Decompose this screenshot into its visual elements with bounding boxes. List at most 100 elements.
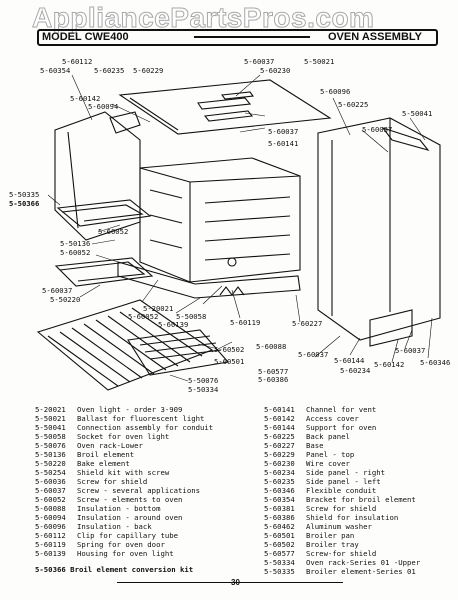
legend-description: Screw - several applications xyxy=(77,486,201,495)
legend-description: Bake element xyxy=(77,459,130,468)
callout-label: 5-60225 xyxy=(338,100,369,109)
legend-description: Broiler pan xyxy=(306,531,355,540)
legend-description: Clip for capillary tube xyxy=(77,531,179,540)
legend-part-number: 5-60234 xyxy=(264,468,295,477)
legend-description: Oven light - order 3-909 xyxy=(77,405,183,414)
legend-part-number: 5-60235 xyxy=(264,477,295,486)
legend-description: Spring for oven door xyxy=(77,540,165,549)
legend-part-number: 5-60462 xyxy=(264,522,295,531)
legend-description: Bracket for broil element xyxy=(306,495,416,504)
legend-description: Wire cover xyxy=(306,459,350,468)
left-side-panel-shape xyxy=(54,111,141,241)
legend-row: 5-60112 Clip for capillary tube xyxy=(35,532,178,540)
legend-part-number: 5-50058 xyxy=(35,432,66,441)
callout-label: 5-50076 xyxy=(188,376,219,385)
callout-label: 5-60142 xyxy=(70,94,101,103)
legend-description: Support for oven xyxy=(306,423,377,432)
callout-label: 5-50366 xyxy=(9,199,40,208)
callout-label: 5-60119 xyxy=(230,318,261,327)
legend-row: 5-60141 Channel for vent xyxy=(264,406,376,414)
callout-label: 5-60037 xyxy=(268,127,299,136)
callout-label: 5-60096 xyxy=(320,87,351,96)
callout-label: 5-60501 xyxy=(214,357,245,366)
legend-part-number: 5-60141 xyxy=(264,405,295,414)
oven-cavity-shape xyxy=(139,157,301,283)
legend-row: 5-60036 Screw for shield xyxy=(35,478,147,486)
legend-description: Insulation - bottom xyxy=(77,504,161,513)
legend-part-number: 5-60036 xyxy=(35,477,66,486)
legend-part-number: 5-60112 xyxy=(35,531,66,540)
legend-part-number: 5-50366 xyxy=(35,565,66,574)
callout-label: 5-60052 xyxy=(98,227,129,236)
base-shape xyxy=(117,261,301,299)
legend-part-number: 5-50136 xyxy=(35,450,66,459)
broil-element-shape xyxy=(56,199,152,227)
callout-label: 5-20021 xyxy=(143,304,174,313)
bake-element-shape xyxy=(54,257,154,287)
callout-label: 5-50220 xyxy=(50,295,81,304)
legend-part-number: 5-60096 xyxy=(35,522,66,531)
callout-label: 5-60230 xyxy=(260,66,291,75)
callout-label: 5-60502 xyxy=(214,345,245,354)
legend-part-number: 5-60139 xyxy=(35,549,66,558)
page-number: 30 xyxy=(231,578,240,587)
legend-description: Broil element xyxy=(77,450,135,459)
legend-description: Aluminum washer xyxy=(306,522,372,531)
callout-label: 5-60112 xyxy=(62,57,93,66)
callout-label: 5-60037 xyxy=(362,125,393,134)
legend-row: 5-60139 Housing for oven light xyxy=(35,550,174,558)
legend-description: Broil element conversion kit xyxy=(70,565,194,574)
callout-label: 5-60577 xyxy=(258,367,289,376)
legend-description: Housing for oven light xyxy=(77,549,174,558)
legend-part-number: 5-60346 xyxy=(264,486,295,495)
legend-part-number: 5-50021 xyxy=(35,414,66,423)
callout-label: 5-60227 xyxy=(292,319,323,328)
legend-description: Flexible conduit xyxy=(306,486,377,495)
legend-description: Back panel xyxy=(306,432,350,441)
legend-part-number: 5-50335 xyxy=(264,567,295,576)
legend-row: 5-60346 Flexible conduit xyxy=(264,487,376,495)
legend-row: 5-60381 Screw for shield xyxy=(264,505,376,513)
legend-row: 5-50254 Shield kit with screw xyxy=(35,469,169,477)
legend-description: Shield kit with screw xyxy=(77,468,170,477)
legend-row: 5-60462 Aluminum washer xyxy=(264,523,372,531)
legend-part-number: 5-60227 xyxy=(264,441,295,450)
legend-description: Channel for vent xyxy=(306,405,377,414)
legend-row: 5-60096 Insulation - back xyxy=(35,523,152,531)
legend-description: Shield for insulation xyxy=(306,513,399,522)
legend-part-number: 5-60119 xyxy=(35,540,66,549)
legend-description: Insulation - back xyxy=(77,522,152,531)
callout-label: 5-60052 xyxy=(60,248,91,257)
legend-part-number: 5-50254 xyxy=(35,468,66,477)
callout-label: 5-60088 xyxy=(256,342,287,351)
broiler-pan-shape xyxy=(127,329,230,376)
callout-label: 5-60346 xyxy=(420,358,451,367)
legend-part-number: 5-60381 xyxy=(264,504,295,513)
legend-description: Screw-for shield xyxy=(306,549,377,558)
callout-label: 5-60229 xyxy=(133,66,164,75)
legend-part-number: 5-60052 xyxy=(35,495,66,504)
watermark-text: AppliancePartsPros.com xyxy=(31,2,375,34)
legend-row: 5-60227 Base xyxy=(264,442,324,450)
legend-description: Base xyxy=(306,441,324,450)
callout-label: 5-60235 xyxy=(94,66,125,75)
legend-description: Screw for shield xyxy=(306,504,377,513)
legend-row: 5-60119 Spring for oven door xyxy=(35,541,165,549)
legend-description: Screw for shield xyxy=(77,477,148,486)
legend-part-number: 5-60225 xyxy=(264,432,295,441)
